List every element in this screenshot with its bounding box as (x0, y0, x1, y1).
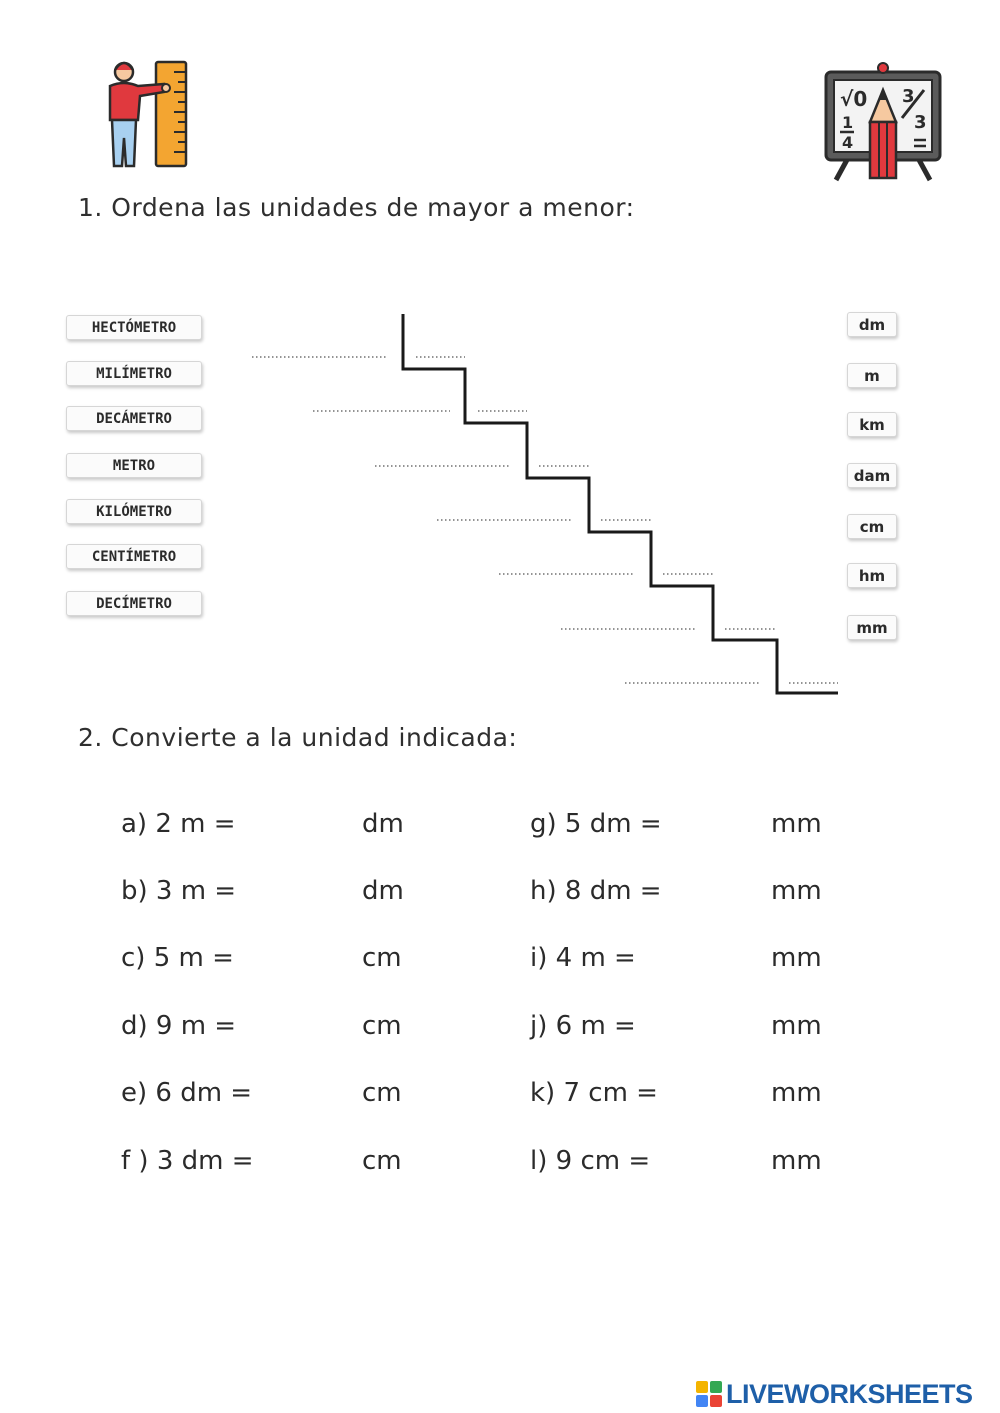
conversion-question: d) 9 m = (121, 1011, 237, 1041)
conversion-question: g) 5 dm = (530, 809, 662, 839)
conversion-target-unit: dm (362, 876, 404, 906)
conversion-question: b) 3 m = (121, 876, 237, 906)
unit-abbreviation-card[interactable]: dam (847, 463, 897, 488)
teacher-with-ruler-icon (108, 60, 188, 168)
unit-name-card[interactable]: CENTÍMETRO (66, 544, 202, 569)
math-board-pencil-icon: √0 3 3 1 4 (824, 62, 942, 182)
svg-text:1: 1 (842, 113, 853, 132)
unit-name-card[interactable]: KILÓMETRO (66, 499, 202, 524)
conversion-target-unit: mm (771, 1146, 822, 1176)
unit-name-card[interactable]: DECÁMETRO (66, 406, 202, 431)
conversion-question: l) 9 cm = (530, 1146, 651, 1176)
svg-text:√0: √0 (840, 87, 867, 111)
conversion-question: a) 2 m = (121, 809, 236, 839)
svg-text:4: 4 (842, 133, 853, 152)
conversion-target-unit: cm (362, 1078, 402, 1108)
conversion-target-unit: mm (771, 1011, 822, 1041)
unit-abbreviation-card[interactable]: dm (847, 312, 897, 337)
exercise-2-title: 2. Convierte a la unidad indicada: (78, 723, 518, 752)
conversion-question: f ) 3 dm = (121, 1146, 254, 1176)
unit-abbreviation-card[interactable]: hm (847, 563, 897, 588)
liveworksheets-logo: LIVEWORKSHEETS (696, 1378, 973, 1410)
conversion-question: c) 5 m = (121, 943, 234, 973)
footer-brand: LIVEWORKSHEETS (726, 1378, 973, 1409)
unit-name-card[interactable]: DECÍMETRO (66, 591, 202, 616)
conversion-target-unit: mm (771, 943, 822, 973)
conversion-target-unit: mm (771, 809, 822, 839)
conversion-target-unit: mm (771, 1078, 822, 1108)
conversion-target-unit: dm (362, 809, 404, 839)
conversion-question: h) 8 dm = (530, 876, 662, 906)
liveworksheets-mark-icon (696, 1381, 722, 1407)
unit-abbreviation-card[interactable]: cm (847, 514, 897, 539)
svg-text:3: 3 (902, 86, 915, 107)
conversion-question: j) 6 m = (530, 1011, 636, 1041)
conversion-question: k) 7 cm = (530, 1078, 658, 1108)
unit-abbreviation-card[interactable]: m (847, 363, 897, 388)
unit-name-card[interactable]: MILÍMETRO (66, 361, 202, 386)
svg-text:3: 3 (914, 112, 927, 133)
conversion-question: e) 6 dm = (121, 1078, 253, 1108)
unit-staircase (252, 314, 838, 695)
unit-name-card[interactable]: METRO (66, 453, 202, 478)
unit-abbreviation-card[interactable]: km (847, 412, 897, 437)
conversion-target-unit: cm (362, 1011, 402, 1041)
unit-abbreviation-card[interactable]: mm (847, 615, 897, 640)
conversion-target-unit: cm (362, 943, 402, 973)
conversion-target-unit: cm (362, 1146, 402, 1176)
exercise-1-title: 1. Ordena las unidades de mayor a menor: (78, 193, 635, 222)
conversion-target-unit: mm (771, 876, 822, 906)
unit-name-card[interactable]: HECTÓMETRO (66, 315, 202, 340)
conversion-question: i) 4 m = (530, 943, 636, 973)
